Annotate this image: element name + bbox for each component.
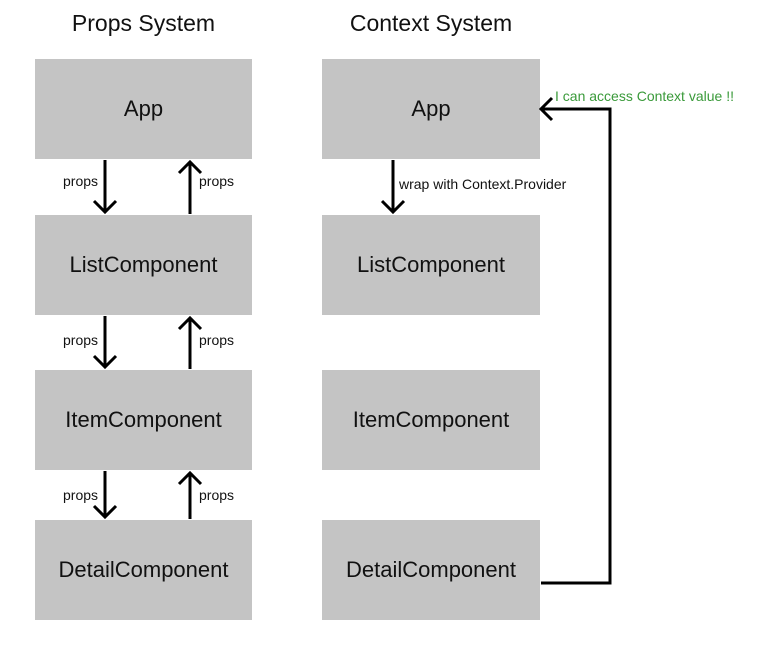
context-access-note: I can access Context value !! xyxy=(555,88,734,104)
props-down-arrow xyxy=(92,160,118,215)
props-up-arrow xyxy=(177,159,203,214)
props-list-component-box: ListComponent xyxy=(35,215,252,315)
props-up-arrow xyxy=(177,315,203,369)
props-item-component-box: ItemComponent xyxy=(35,370,252,470)
props-down-arrow xyxy=(92,316,118,370)
props-up-label: props xyxy=(199,332,235,348)
context-item-component-box: ItemComponent xyxy=(322,370,540,470)
props-down-label: props xyxy=(63,332,99,348)
props-up-arrow xyxy=(177,470,203,519)
context-access-arrow xyxy=(538,96,612,585)
props-down-arrow xyxy=(92,471,118,520)
context-detail-component-box: DetailComponent xyxy=(322,520,540,620)
props-down-label: props xyxy=(63,173,99,189)
props-up-label: props xyxy=(199,173,235,189)
props-system-title: Props System xyxy=(71,10,216,36)
props-down-label: props xyxy=(63,487,99,503)
context-provider-arrow xyxy=(380,160,406,215)
props-app-box: App xyxy=(35,59,252,159)
props-detail-component-box: DetailComponent xyxy=(35,520,252,620)
context-system-title: Context System xyxy=(349,10,513,36)
context-list-component-box: ListComponent xyxy=(322,215,540,315)
context-provider-label: wrap with Context.Provider xyxy=(399,176,567,192)
props-up-label: props xyxy=(199,487,235,503)
context-app-box: App xyxy=(322,59,540,159)
